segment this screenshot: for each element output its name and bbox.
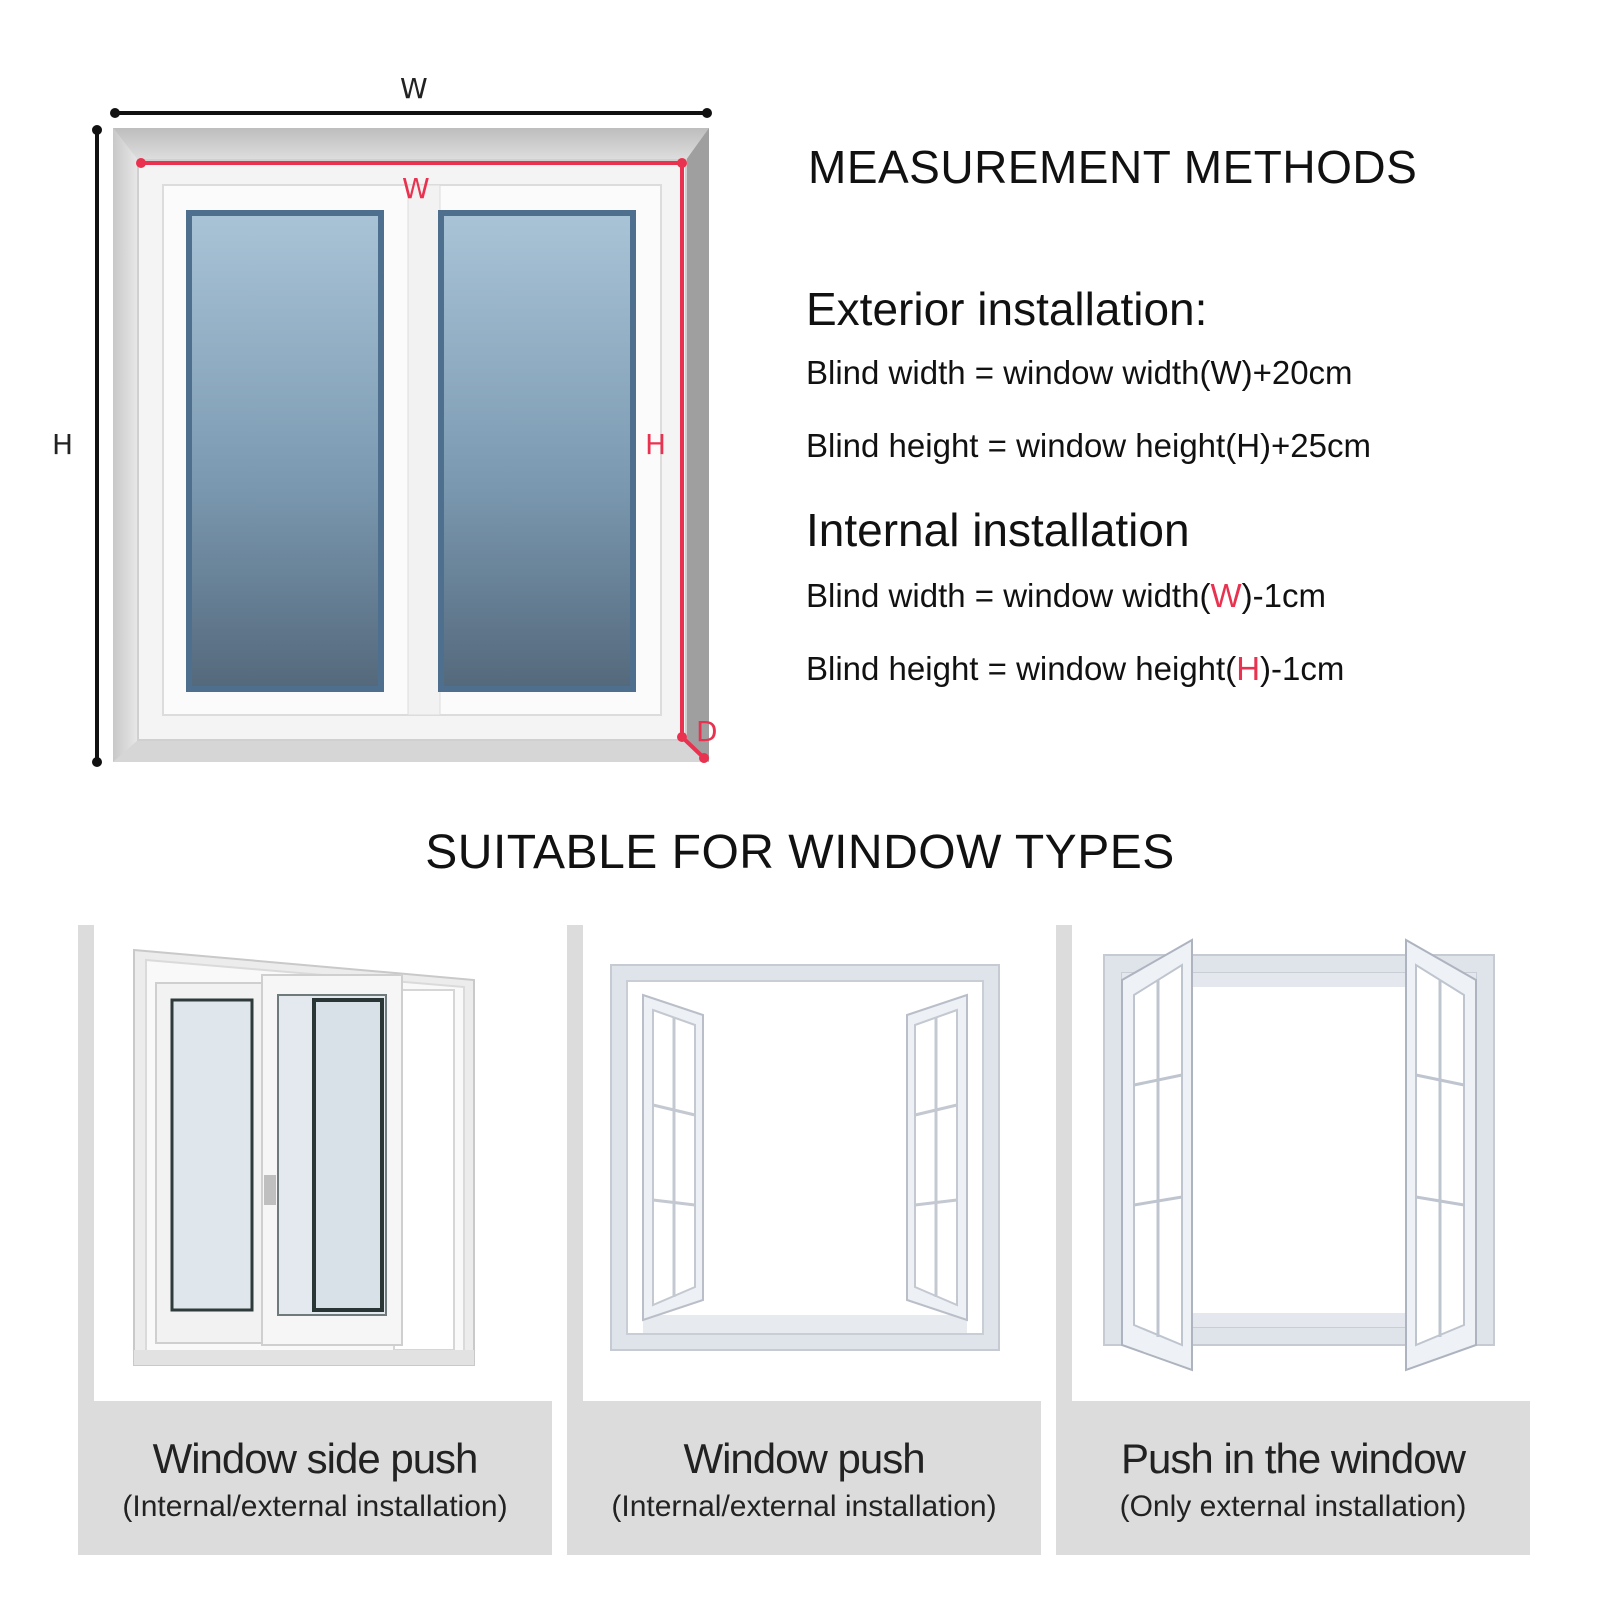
outer-width-end-right (702, 108, 712, 118)
window-type-card-outward: Window push (Internal/external installat… (567, 925, 1041, 1555)
inward-casement-window-icon (1103, 938, 1495, 1372)
recess-left (113, 128, 138, 762)
exterior-height-rule: Blind height = window height(H)+25cm (806, 427, 1371, 464)
window-type-subtitle: (Internal/external installation) (122, 1490, 508, 1523)
window-type-subtitle: (Only external installation) (1119, 1490, 1467, 1523)
right-glass-surface (444, 216, 630, 686)
internal-height-letter: H (1236, 650, 1261, 687)
left-glass-surface (192, 216, 378, 686)
outward-casement-window-icon (610, 964, 1000, 1351)
depth-line (680, 735, 706, 760)
internal-height-suffix: )-1cm (1260, 650, 1345, 687)
exterior-width-rule: Blind width = window width(W)+20cm (806, 354, 1353, 391)
window-type-subtitle: (Internal/external installation) (611, 1490, 997, 1523)
depth-end (699, 753, 709, 763)
inner-height-label: H (645, 428, 667, 461)
outer-width-end-left (110, 108, 120, 118)
internal-width-prefix: Blind width = window width( (806, 577, 1211, 614)
inward-casement-image (1072, 925, 1530, 1401)
depth-label: D (696, 715, 718, 748)
sliding-window-image (94, 925, 552, 1401)
recess-top (113, 128, 709, 160)
outer-height-label: H (52, 428, 74, 461)
window-measurement-diagram (92, 108, 712, 767)
internal-width-rule: Blind width = window width(W)-1cm (806, 577, 1326, 615)
exterior-heading: Exterior installation: (806, 283, 1208, 335)
window-type-title: Window push (683, 1435, 925, 1482)
internal-height-rule: Blind height = window height(H)-1cm (806, 650, 1344, 688)
window-type-title: Window side push (152, 1435, 479, 1482)
outer-width-label: W (400, 72, 428, 105)
inner-width-label: W (402, 172, 430, 205)
sliding-window-icon (133, 948, 475, 1366)
measurement-title: MEASUREMENT METHODS (808, 141, 1418, 193)
outer-height-end-bottom (92, 757, 102, 767)
internal-heading: Internal installation (806, 504, 1190, 556)
outer-height-end-top (92, 125, 102, 135)
internal-height-prefix: Blind height = window height( (806, 650, 1237, 687)
internal-width-letter: W (1210, 577, 1242, 614)
internal-width-suffix: )-1cm (1241, 577, 1326, 614)
inner-width-end-left (136, 158, 146, 168)
window-mullion (407, 184, 441, 716)
window-type-card-sliding: Window side push (Internal/external inst… (78, 925, 552, 1555)
window-type-card-inward: Push in the window (Only external instal… (1056, 925, 1530, 1555)
window-types-title: SUITABLE FOR WINDOW TYPES (425, 826, 1175, 879)
recess-right (686, 128, 709, 762)
window-type-title: Push in the window (1121, 1435, 1466, 1482)
outward-casement-image (583, 925, 1041, 1401)
